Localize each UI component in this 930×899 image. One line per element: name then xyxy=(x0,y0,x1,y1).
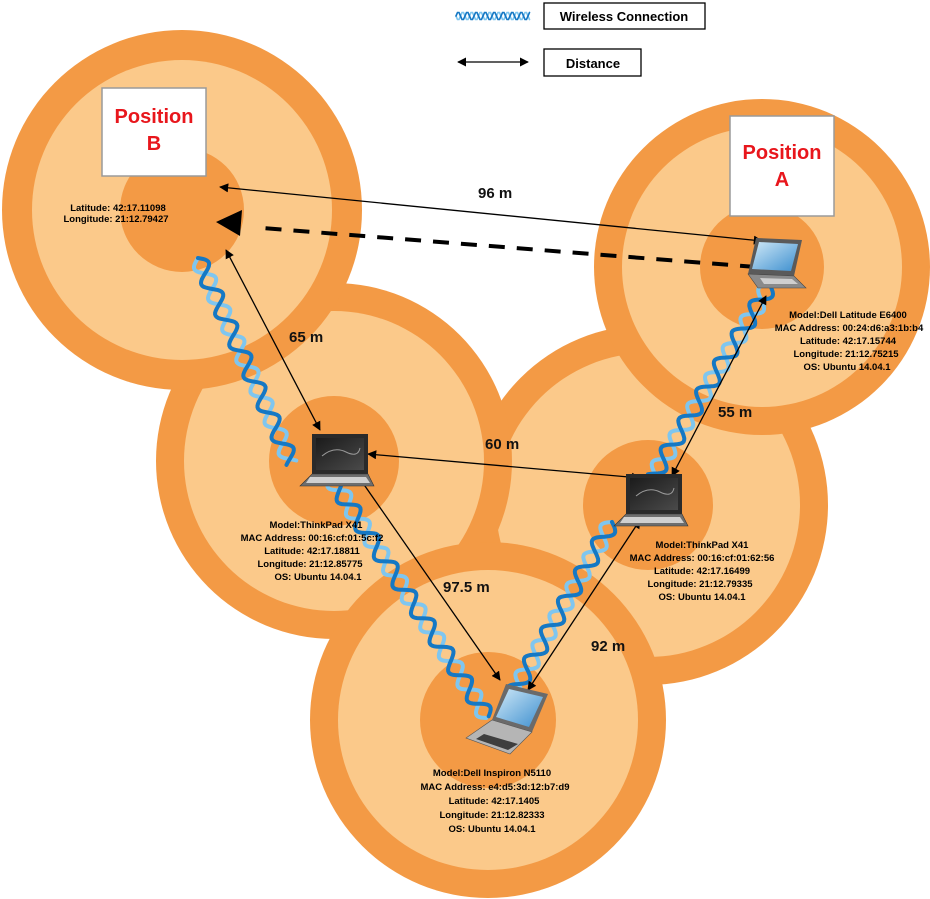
distance-label-b-a: 96 m xyxy=(478,185,512,202)
info-line: Model:ThinkPad X41 xyxy=(270,520,364,531)
distance-label-a-thinkpad-right: 55 m xyxy=(718,404,752,421)
info-line: Latitude: 42:17.18811 xyxy=(264,546,360,557)
legend-distance-box xyxy=(543,48,642,77)
info-dell-e6400: Model:Dell Latitude E6400 MAC Address: 0… xyxy=(775,310,924,373)
position-a-box: Position A xyxy=(729,115,835,217)
info-line: MAC Address: 00:16:cf:01:62:56 xyxy=(630,553,775,564)
distance-arrows xyxy=(219,183,767,691)
position-a-letter: A xyxy=(775,169,789,191)
movement-arrowhead xyxy=(216,210,242,236)
legend-wireless-icon xyxy=(455,11,531,21)
info-line: OS: Ubuntu 14.04.1 xyxy=(274,572,362,583)
info-line: Latitude: 42:17.15744 xyxy=(800,336,897,347)
legend-distance-label: Distance xyxy=(566,56,620,71)
legend-wireless-box xyxy=(543,2,706,30)
distance-arrow-thinkpad-right-n5110 xyxy=(527,519,641,691)
info-line: Model:Dell Latitude E6400 xyxy=(789,310,907,321)
distance-label-thinkpad-left-right: 60 m xyxy=(485,436,519,453)
distance-arrow-b-a xyxy=(219,183,763,245)
info-line: Model:ThinkPad X41 xyxy=(656,540,750,551)
distance-label-thinkpad-right-n5110: 92 m xyxy=(591,638,625,655)
info-line: MAC Address: 00:24:d6:a3:1b:b4 xyxy=(775,323,924,334)
info-line: Latitude: 42:17.16499 xyxy=(654,566,750,577)
info-line: OS: Ubuntu 14.04.1 xyxy=(448,824,536,835)
legend: Wireless Connection Distance xyxy=(455,2,706,77)
position-b-letter: B xyxy=(147,133,161,155)
info-line: OS: Ubuntu 14.04.1 xyxy=(658,592,746,603)
position-b-box: Position B xyxy=(101,87,207,177)
position-b-latitude: Latitude: 42:17.11098 xyxy=(70,203,166,214)
info-line: Longitude: 21:12.75215 xyxy=(793,349,899,360)
distance-arrow-thinkpad-left-n5110 xyxy=(357,475,501,681)
distance-label-thinkpad-left-n5110: 97.5 m xyxy=(443,579,490,596)
legend-wireless-label: Wireless Connection xyxy=(560,9,689,24)
info-thinkpad-right: Model:ThinkPad X41 MAC Address: 00:16:cf… xyxy=(630,540,775,603)
info-line: OS: Ubuntu 14.04.1 xyxy=(803,362,891,373)
laptop-thinkpad-right-icon xyxy=(613,474,689,527)
distance-arrow-a-thinkpad-right xyxy=(671,295,767,477)
info-thinkpad-left: Model:ThinkPad X41 MAC Address: 00:16:cf… xyxy=(241,520,384,583)
info-line: MAC Address: e4:d5:3d:12:b7:d9 xyxy=(420,782,569,793)
distance-label-b-thinkpad-left: 65 m xyxy=(289,329,323,346)
position-b-longitude: Longitude: 21:12.79427 xyxy=(63,214,168,225)
distance-arrow-b-thinkpad-left xyxy=(225,249,321,431)
info-line: Longitude: 21:12.82333 xyxy=(439,810,544,821)
info-line: Latitude: 42:17.1405 xyxy=(449,796,541,807)
legend-wireless-wave xyxy=(455,11,531,21)
info-line: Longitude: 21:12.79335 xyxy=(647,579,753,590)
info-dell-n5110: Model:Dell Inspiron N5110 MAC Address: e… xyxy=(420,768,569,835)
position-b-label: Position xyxy=(115,106,194,128)
laptop-dell-e6400-icon xyxy=(747,238,807,289)
info-line: MAC Address: 00:16:cf:01:5c:f2 xyxy=(241,533,384,544)
movement-path xyxy=(216,210,757,269)
laptop-dell-n5110-icon xyxy=(465,684,548,755)
info-line: Longitude: 21:12.85775 xyxy=(257,559,363,570)
info-line: Model:Dell Inspiron N5110 xyxy=(433,768,551,779)
distance-arrow-thinkpad-left-right xyxy=(367,450,641,482)
laptop-thinkpad-left-icon xyxy=(299,434,375,487)
position-a-label: Position xyxy=(743,142,822,164)
